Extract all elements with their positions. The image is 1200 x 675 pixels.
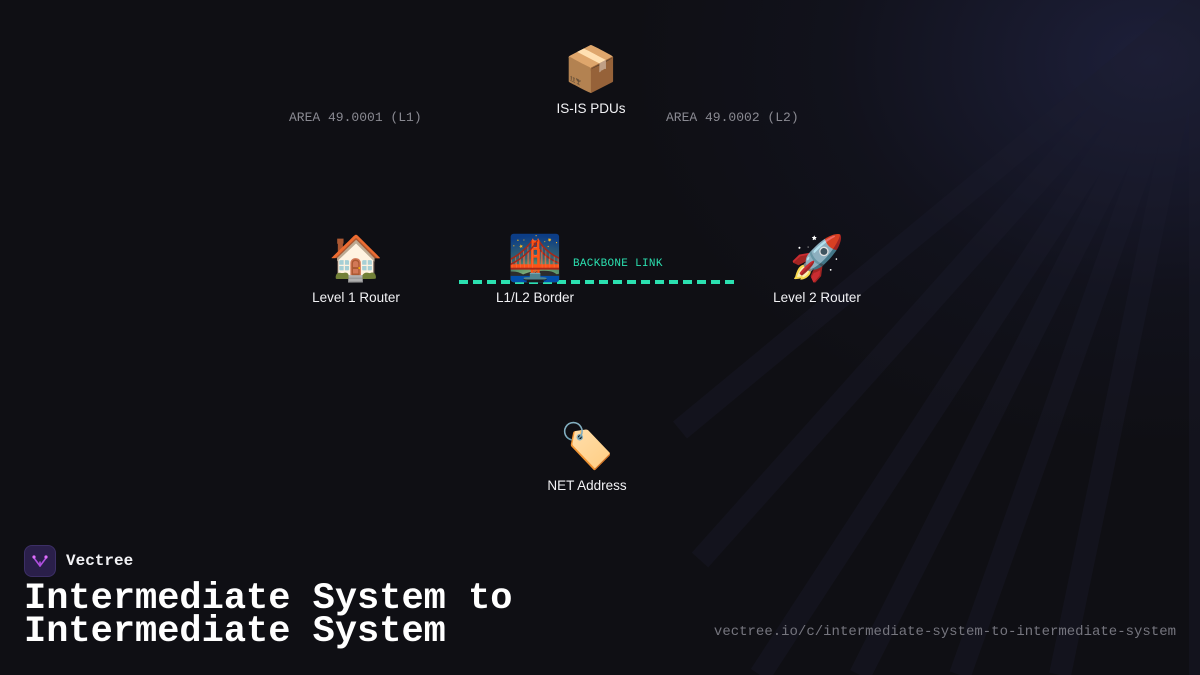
node-label: Level 2 Router — [773, 290, 861, 305]
node-net-address[interactable]: 🏷️ NET Address — [507, 421, 667, 494]
node-l1-l2-border[interactable]: 🌉 L1/L2 Border — [455, 233, 615, 306]
node-label: Level 1 Router — [312, 290, 400, 305]
bridge-icon: 🌉 — [507, 233, 563, 284]
backbone-link-label: BACKBONE LINK — [573, 258, 663, 270]
rocket-icon: 🚀 — [789, 233, 845, 284]
house-icon: 🏠 — [328, 233, 384, 284]
vectree-logo-icon — [24, 545, 56, 577]
node-level-1-router[interactable]: 🏠 Level 1 Router — [276, 233, 436, 306]
page-title: Intermediate System to Intermediate Syst… — [24, 578, 513, 653]
brand[interactable]: Vectree — [24, 544, 133, 578]
area-label-l2: AREA 49.0002 (L2) — [666, 110, 799, 125]
node-isis-pdus[interactable]: 📦 IS-IS PDUs — [511, 44, 671, 117]
node-level-2-router[interactable]: 🚀 Level 2 Router — [737, 233, 897, 306]
brand-name: Vectree — [66, 552, 134, 570]
page-url[interactable]: vectree.io/c/intermediate-system-to-inte… — [713, 624, 1176, 640]
area-label-l1: AREA 49.0001 (L1) — [289, 110, 422, 125]
node-label: NET Address — [547, 478, 627, 493]
package-icon: 📦 — [563, 44, 619, 95]
tag-icon: 🏷️ — [559, 421, 615, 472]
node-label: IS-IS PDUs — [556, 101, 626, 116]
node-label: L1/L2 Border — [495, 290, 575, 305]
